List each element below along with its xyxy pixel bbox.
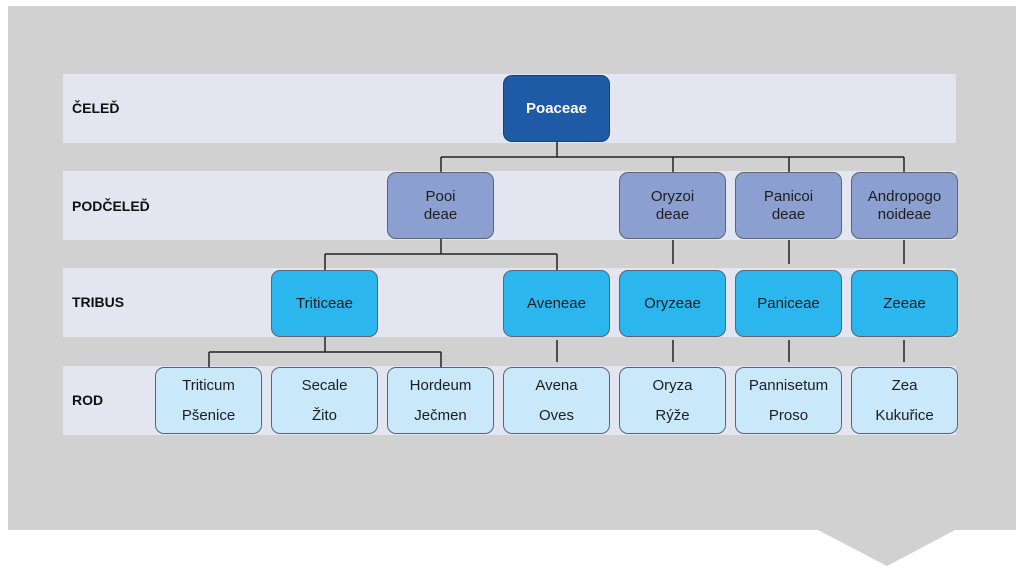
subfamily-node-panicoideae: Panicoi deae xyxy=(735,172,842,239)
family-node-poaceae: Poaceae xyxy=(503,75,610,142)
genus-latin-name: Hordeum xyxy=(409,376,472,394)
subfamily-node-oryzoideae: Oryzoi deae xyxy=(619,172,726,239)
node-label-line2: deae xyxy=(423,205,458,223)
subfamily-node-pooideae: Pooi deae xyxy=(387,172,494,239)
genus-czech-name: Rýže xyxy=(655,406,690,424)
genus-node-triticum: Triticum Pšenice xyxy=(155,367,262,434)
genus-czech-name: Proso xyxy=(768,406,809,424)
genus-czech-name: Pšenice xyxy=(181,406,236,424)
tribe-node-aveneae: Aveneae xyxy=(503,270,610,337)
genus-node-avena: Avena Oves xyxy=(503,367,610,434)
genus-czech-name: Ječmen xyxy=(414,406,467,424)
genus-node-oryza: Oryza Rýže xyxy=(619,367,726,434)
tribe-node-paniceae: Paniceae xyxy=(735,270,842,337)
node-label-line2: noideae xyxy=(877,205,932,223)
genus-czech-name: Kukuřice xyxy=(875,406,934,424)
genus-czech-name: Oves xyxy=(538,406,574,424)
rank-label-tribe: TRIBUS xyxy=(72,294,125,310)
node-label: Aveneae xyxy=(527,294,586,312)
node-label: Oryzeae xyxy=(644,294,701,312)
genus-latin-name: Oryza xyxy=(652,376,693,394)
genus-latin-name: Pannisetum xyxy=(748,376,829,394)
rank-label-subfamily: PODČELEĎ xyxy=(72,198,150,214)
genus-node-pannisetum: Pannisetum Proso xyxy=(735,367,842,434)
genus-latin-name: Avena xyxy=(535,376,578,394)
node-label: Poaceae xyxy=(526,99,587,117)
node-label-line1: Pooi xyxy=(425,187,456,205)
genus-node-hordeum: Hordeum Ječmen xyxy=(387,367,494,434)
tribe-node-oryzeae: Oryzeae xyxy=(619,270,726,337)
tribe-node-zeeae: Zeeae xyxy=(851,270,958,337)
node-label: Paniceae xyxy=(757,294,820,312)
genus-node-secale: Secale Žito xyxy=(271,367,378,434)
genus-node-zea: Zea Kukuřice xyxy=(851,367,958,434)
node-label-line1: Panicoi xyxy=(763,187,814,205)
genus-latin-name: Zea xyxy=(891,376,918,394)
genus-latin-name: Secale xyxy=(301,376,348,394)
rank-label-family: ČELEĎ xyxy=(72,100,120,116)
node-label-line1: Oryzoi xyxy=(650,187,695,205)
tribe-node-triticeae: Triticeae xyxy=(271,270,378,337)
subfamily-node-andropogonoideae: Andropogo noideae xyxy=(851,172,958,239)
node-label-line1: Andropogo xyxy=(867,187,942,205)
node-label: Triticeae xyxy=(296,294,353,312)
node-label-line2: deae xyxy=(655,205,690,223)
node-label-line2: deae xyxy=(771,205,806,223)
node-label: Zeeae xyxy=(883,294,926,312)
rank-label-genus: ROD xyxy=(72,392,104,408)
genus-latin-name: Triticum xyxy=(182,376,235,394)
genus-czech-name: Žito xyxy=(311,406,337,424)
